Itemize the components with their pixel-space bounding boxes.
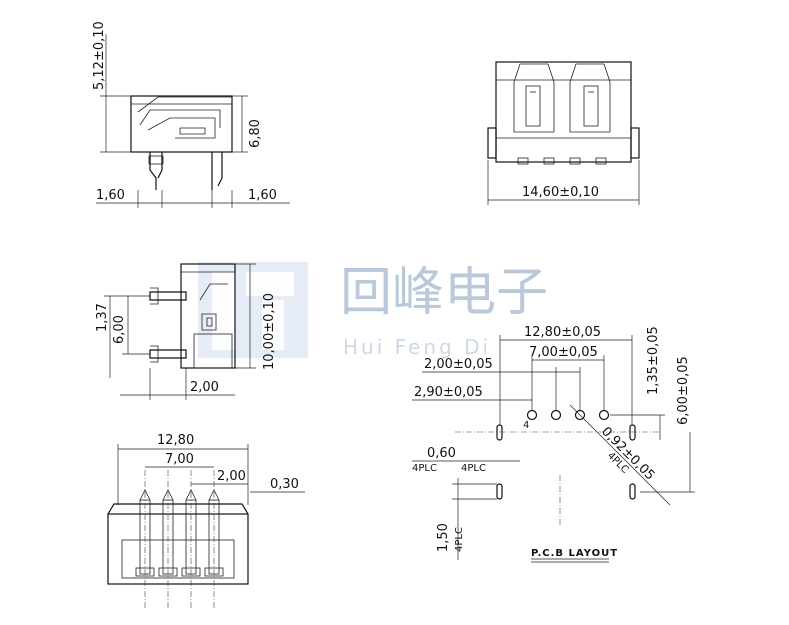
pcb-hole-dia-label: 0,92±0,05 — [598, 424, 657, 483]
bottom-pin-width-label: 0,30 — [270, 477, 299, 492]
pcb-inner-spacing-label: 7,00±0,05 — [529, 345, 598, 360]
front-view: 14,60±0,10 — [487, 61, 640, 205]
pcb-slot — [629, 483, 636, 500]
profile-pin-offset-label: 1,37 — [95, 303, 110, 332]
pcb-pitch-label: 2,00±0,05 — [424, 357, 493, 372]
pcb-top-offset-label: 1,35±0,05 — [646, 326, 661, 395]
pcb-slot-width-label: 0,60 — [427, 446, 456, 461]
pcb-slot-length-label: 1,50 — [436, 523, 451, 552]
pcb-row-offset-label: 2,90±0,05 — [414, 385, 483, 400]
front-width-label: 14,60±0,10 — [522, 185, 599, 200]
profile-view: 1,37 6,00 10,00±0,10 2,00 — [95, 263, 277, 400]
pcb-row-spacing-label: 6,00±0,05 — [676, 356, 691, 425]
pcb-layout-title: P.C.B LAYOUT — [531, 548, 618, 559]
pcb-hole-count-label: 4 — [523, 420, 529, 431]
bottom-view: 12,80 7,00 2,00 0,30 — [107, 433, 305, 610]
pcb-slot — [629, 424, 636, 441]
profile-total-height-label: 10,00±0,10 — [262, 293, 277, 370]
pcb-slot — [496, 483, 503, 500]
bottom-inner-pitch-label: 7,00 — [165, 452, 194, 467]
bottom-outer-pitch-label: 12,80 — [157, 433, 194, 448]
pcb-hole — [526, 409, 538, 421]
pcb-slot-length-plc-label: 4PLC — [454, 527, 465, 552]
pcb-hole — [574, 409, 586, 421]
pcb-slot-width-plc2-label: 4PLC — [461, 463, 486, 474]
pcb-outer-spacing-label: 12,80±0,05 — [524, 325, 601, 340]
watermark: 回峰电子 Hui Feng Di — [198, 262, 548, 359]
pcb-hole — [598, 409, 610, 421]
side-body-height-label: 6,80 — [248, 119, 263, 148]
watermark-company: 回峰电子 — [340, 263, 548, 323]
watermark-logo-icon — [198, 262, 308, 358]
side-height-label: 5,12±0,10 — [92, 21, 107, 90]
side-left-offset-label: 1,60 — [96, 188, 125, 203]
profile-pin-depth-label: 2,00 — [190, 380, 219, 395]
side-view: 5,12±0,10 6,80 1,60 1,60 — [92, 21, 290, 208]
side-right-offset-label: 1,60 — [248, 188, 277, 203]
watermark-romanized: Hui Feng Di — [343, 335, 491, 359]
pcb-slot-width-plc-label: 4PLC — [412, 463, 437, 474]
bottom-pitch-label: 2,00 — [217, 469, 246, 484]
pcb-slot — [496, 424, 503, 441]
pcb-layout: 12,80±0,05 7,00±0,05 2,00±0,05 2,90±0,05… — [412, 325, 695, 563]
profile-pin-height-label: 6,00 — [112, 315, 127, 344]
pcb-hole — [550, 409, 562, 421]
